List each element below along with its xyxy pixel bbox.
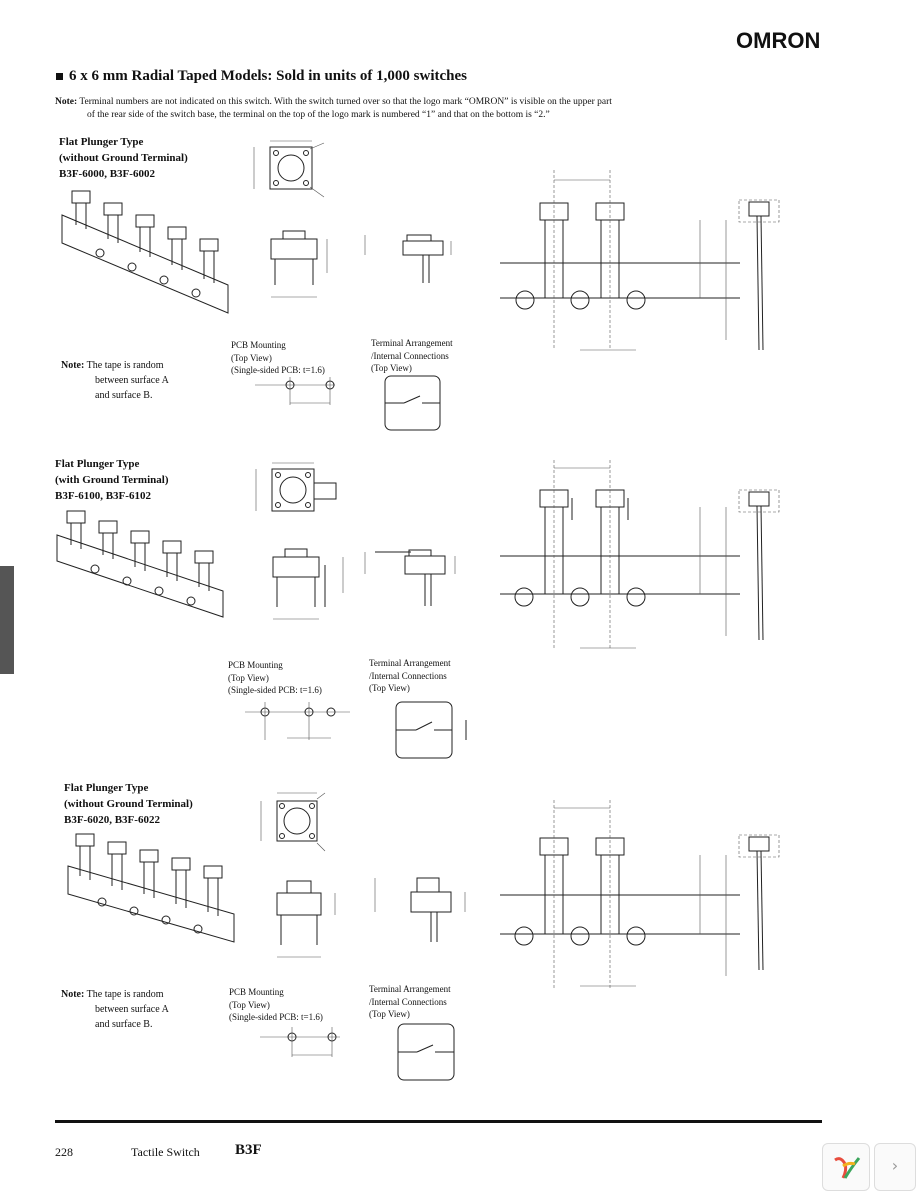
section-3-reel-side-view bbox=[738, 834, 780, 971]
terminal-line: /Internal Connections bbox=[369, 996, 447, 1007]
section-3-title: Flat Plunger Type (without Ground Termin… bbox=[64, 780, 193, 828]
section-1-title-line2: (without Ground Terminal) bbox=[59, 152, 188, 164]
pcb-line: PCB Mounting bbox=[228, 660, 283, 670]
section-3-front-view bbox=[276, 880, 336, 958]
section-1-pcb-mounting-label: PCB Mounting (Top View) (Single-sided PC… bbox=[231, 339, 325, 377]
next-page-button[interactable]: › bbox=[874, 1143, 916, 1191]
pcb-line: (Single-sided PCB: t=1.6) bbox=[228, 685, 322, 695]
section-1-title: Flat Plunger Type (without Ground Termin… bbox=[59, 134, 188, 182]
pcb-line: (Top View) bbox=[229, 999, 270, 1010]
terminal-line: Terminal Arrangement bbox=[371, 338, 453, 348]
section-1-tape-dimensions bbox=[500, 170, 740, 351]
section-1-note-line: The tape is random bbox=[86, 360, 164, 371]
section-2-tape-dimensions bbox=[500, 460, 740, 650]
section-2-front-view bbox=[272, 548, 344, 620]
terminal-line: /Internal Connections bbox=[371, 350, 449, 361]
terminal-line: (Top View) bbox=[371, 363, 412, 373]
brand-logo: OMRON bbox=[736, 28, 821, 53]
section-2-pcb-mounting-label: PCB Mounting (Top View) (Single-sided PC… bbox=[228, 659, 322, 697]
page-number: 228 bbox=[55, 1145, 73, 1159]
section-3-title-line2: (without Ground Terminal) bbox=[64, 798, 193, 810]
section-2-reel-side-view bbox=[738, 489, 780, 641]
section-3-top-view bbox=[260, 792, 326, 852]
section-1-reel-side-view bbox=[738, 199, 780, 351]
switch-row bbox=[71, 190, 219, 298]
terminal-line: (Top View) bbox=[369, 1009, 410, 1019]
viewer-logo-icon bbox=[834, 1157, 861, 1179]
section-2-pcb-mounting bbox=[245, 702, 350, 740]
section-3-side-view bbox=[374, 877, 466, 942]
section-2-title: Flat Plunger Type (with Ground Terminal)… bbox=[55, 456, 169, 504]
section-1-terminal-label: Terminal Arrangement /Internal Connectio… bbox=[371, 337, 453, 375]
section-3-tape-dimensions bbox=[500, 800, 740, 990]
top-note: Note: Terminal numbers are not indicated… bbox=[55, 96, 655, 122]
section-3-note-line: between surface A bbox=[95, 1004, 169, 1015]
section-3-models: B3F-6020, B3F-6022 bbox=[64, 814, 160, 826]
product-name: Tactile Switch bbox=[131, 1145, 200, 1159]
section-3-note-line: The tape is random bbox=[86, 989, 164, 1000]
terminal-line: Terminal Arrangement bbox=[369, 984, 451, 994]
section-index-tab bbox=[0, 566, 14, 674]
pcb-line: PCB Mounting bbox=[229, 987, 284, 997]
section-2-title-line1: Flat Plunger Type bbox=[55, 458, 140, 470]
section-3-product-photo bbox=[67, 833, 235, 943]
section-2-terminal-label: Terminal Arrangement /Internal Connectio… bbox=[369, 657, 451, 695]
terminal-line: /Internal Connections bbox=[369, 670, 447, 681]
section-3-title-line1: Flat Plunger Type bbox=[64, 782, 149, 794]
pcb-line: (Top View) bbox=[231, 352, 272, 363]
section-3-note-line: and surface B. bbox=[95, 1019, 153, 1030]
section-2-product-photo bbox=[56, 510, 224, 618]
section-1-models: B3F-6000, B3F-6002 bbox=[59, 168, 155, 180]
note-line-1: Terminal numbers are not indicated on th… bbox=[79, 97, 612, 107]
terminal-line: (Top View) bbox=[369, 683, 410, 693]
section-3-terminal-label: Terminal Arrangement /Internal Connectio… bbox=[369, 983, 451, 1021]
section-3-tape-note: Note: The tape is random between surface… bbox=[61, 987, 169, 1032]
section-2-title-line2: (with Ground Terminal) bbox=[55, 474, 169, 486]
terminal-line: Terminal Arrangement bbox=[369, 658, 451, 668]
footer-rule bbox=[55, 1120, 822, 1123]
section-1-front-view bbox=[270, 230, 328, 298]
section-2-terminal-arrangement bbox=[395, 701, 467, 759]
page-heading: 6 x 6 mm Radial Taped Models: Sold in un… bbox=[56, 68, 467, 85]
product-model: B3F bbox=[235, 1142, 262, 1158]
pcb-line: (Top View) bbox=[228, 672, 269, 683]
section-1-note-label: Note: bbox=[61, 360, 85, 371]
note-label: Note: bbox=[55, 97, 78, 107]
section-3-pcb-mounting-label: PCB Mounting (Top View) (Single-sided PC… bbox=[229, 986, 323, 1024]
section-2-top-view bbox=[255, 462, 337, 512]
heading-text: 6 x 6 mm Radial Taped Models: Sold in un… bbox=[69, 68, 467, 84]
note-line-2: of the rear side of the switch base, the… bbox=[87, 110, 550, 120]
section-1-side-view bbox=[364, 234, 452, 283]
section-1-product-photo bbox=[61, 190, 229, 314]
section-1-tape-note: Note: The tape is random between surface… bbox=[61, 358, 169, 403]
pcb-line: PCB Mounting bbox=[231, 340, 286, 350]
section-1-note-line: and surface B. bbox=[95, 390, 153, 401]
pcb-line: (Single-sided PCB: t=1.6) bbox=[231, 365, 325, 375]
section-1-title-line1: Flat Plunger Type bbox=[59, 136, 144, 148]
section-2-side-view bbox=[364, 549, 456, 606]
section-1-note-line: between surface A bbox=[95, 375, 169, 386]
section-1-terminal-arrangement bbox=[384, 375, 441, 431]
section-3-pcb-mounting bbox=[260, 1027, 340, 1057]
section-1-top-view bbox=[253, 140, 325, 198]
section-2-models: B3F-6100, B3F-6102 bbox=[55, 490, 151, 502]
section-3-terminal-arrangement bbox=[397, 1023, 455, 1081]
pcb-line: (Single-sided PCB: t=1.6) bbox=[229, 1012, 323, 1022]
section-3-note-label: Note: bbox=[61, 989, 85, 1000]
square-bullet-icon bbox=[56, 73, 63, 81]
section-1-pcb-mounting bbox=[255, 377, 335, 405]
viewer-logo-button[interactable] bbox=[822, 1143, 870, 1191]
